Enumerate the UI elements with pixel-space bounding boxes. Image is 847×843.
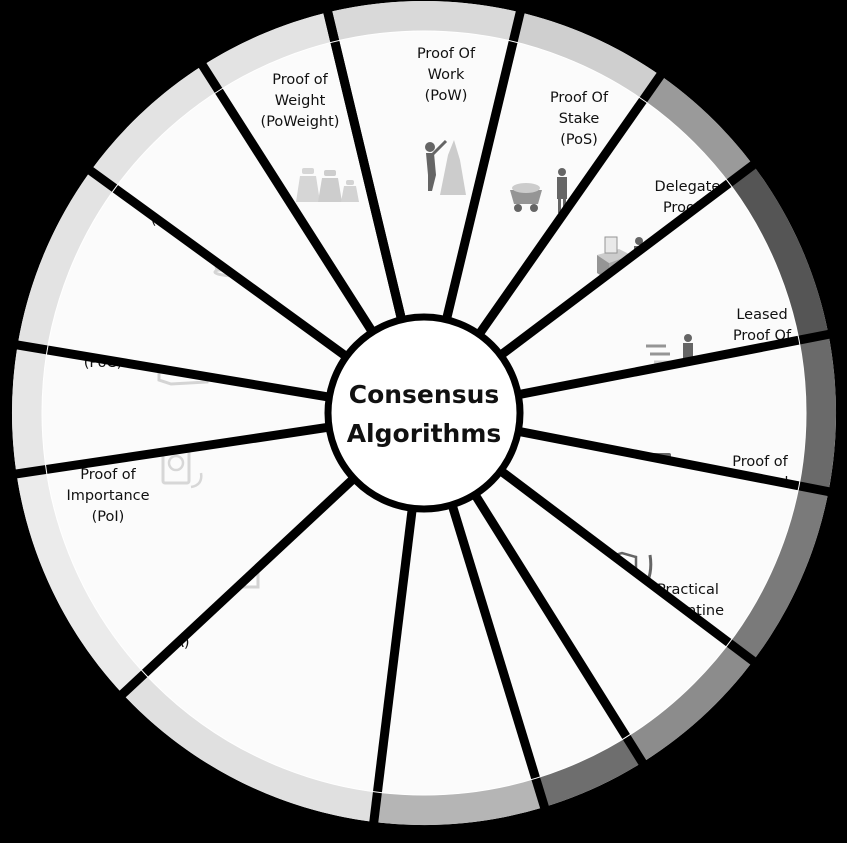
segment-rim	[729, 485, 829, 661]
segment-poi: Proof of Importance (PoI)	[16, 427, 353, 694]
segment-divider	[86, 166, 348, 360]
segment-divider	[448, 505, 550, 811]
segment-rim	[513, 12, 661, 101]
segment-divider	[476, 71, 666, 336]
segment-divider	[13, 423, 328, 479]
segment-panel	[114, 41, 402, 356]
segment-label-line: Proof Of	[417, 46, 476, 62]
segment-rim	[11, 345, 48, 474]
segment-label-line: Proof Of	[550, 90, 609, 106]
segment-label-line: (PoI)	[92, 509, 125, 525]
segment-divider	[499, 160, 758, 358]
segment-panel	[502, 183, 799, 395]
segment-divider	[442, 9, 526, 319]
segment-panel	[46, 427, 353, 674]
segment-rim	[327, 1, 521, 42]
segment-panel	[47, 188, 345, 397]
segment-rim	[535, 736, 643, 807]
segment-label-poi: Proof of Importance (PoI)	[66, 467, 149, 525]
segment-label-line: Importance	[66, 488, 149, 504]
segment-label-line: (PoS)	[560, 132, 598, 148]
segment-panel	[334, 31, 514, 318]
segment-panel	[377, 506, 536, 795]
segment-divider	[14, 340, 329, 402]
segment-divider	[369, 509, 417, 825]
segment-panel	[144, 479, 413, 793]
segment-rim	[373, 778, 545, 825]
segment-panel	[42, 349, 328, 470]
segment-divider	[322, 9, 406, 319]
center-title-line1: Consensus	[349, 380, 500, 409]
segment-label-poweight: Proof of Weight (PoWeight)	[261, 72, 340, 130]
segment-label-line: Leased	[736, 307, 787, 323]
segment-panel	[480, 100, 730, 355]
segment-label-line: Stake	[559, 111, 600, 127]
segment-label-line: Practical	[657, 582, 719, 598]
segment-rim	[729, 165, 829, 341]
segment-label-line: Proof of	[272, 72, 328, 88]
segment-pow: Proof Of Work (PoW)	[327, 1, 521, 318]
segment-label-pow: Proof Of Work (PoW)	[417, 46, 476, 104]
segment-rim	[643, 75, 754, 184]
segment-label-line: (PoWeight)	[261, 114, 340, 130]
segment-separators	[13, 9, 832, 825]
cart-investor-icon	[510, 168, 567, 213]
segment-panel	[502, 431, 799, 643]
segment-label-line: Work	[428, 67, 465, 83]
rim-inner-edge	[41, 30, 807, 796]
segment-panel	[475, 471, 730, 737]
segment-divider	[519, 329, 832, 399]
segment-divider	[472, 493, 648, 767]
segment-label-pos: Proof Of Stake (PoS)	[550, 90, 609, 148]
segment-label-line: Proof of	[80, 467, 136, 483]
segment-rim	[626, 642, 754, 763]
segment-label-line: Weight	[275, 93, 326, 109]
weights-icon	[296, 168, 359, 202]
segment-rim	[16, 469, 145, 694]
segment-label-line: (PoW)	[425, 88, 468, 104]
segment-panel	[452, 496, 627, 779]
segment-label-line: Delegated	[655, 179, 730, 195]
segment-divider	[519, 427, 832, 497]
segment-divider	[197, 61, 376, 333]
segment-label-line: Proof of	[732, 454, 788, 470]
center-hub	[324, 313, 524, 513]
segment-rim	[17, 170, 115, 350]
center-title-line2: Algorithms	[347, 419, 502, 448]
segment-rim	[798, 334, 836, 492]
segment-panel	[520, 340, 806, 486]
segment-rim	[122, 673, 378, 822]
miner-icon	[425, 139, 466, 195]
segment-divider	[499, 468, 758, 666]
segment-divider	[118, 476, 356, 699]
